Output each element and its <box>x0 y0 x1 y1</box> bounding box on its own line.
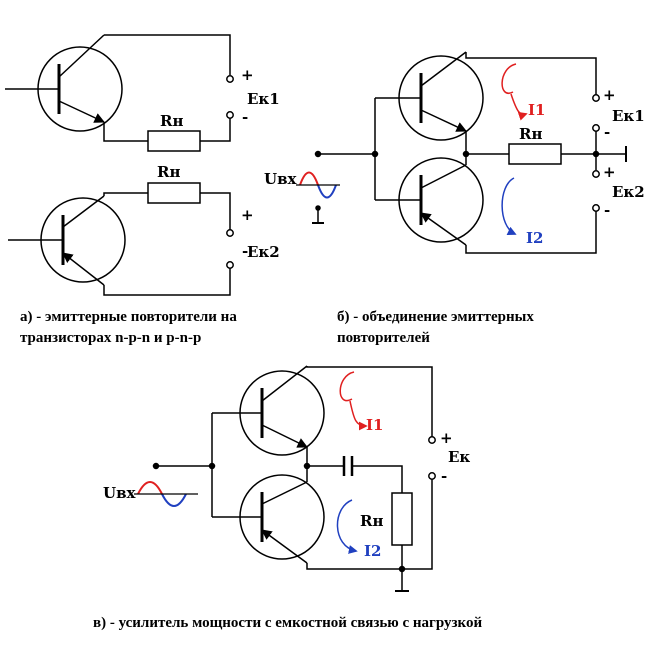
collector-wire-b1 <box>465 52 597 95</box>
terminal-minus-a2 <box>226 261 234 269</box>
diagram-a-labels: Rн Rн Ек1 Ек2 + - + - <box>157 66 280 261</box>
current-label-b2: I2 <box>526 229 543 247</box>
plus-sign-c: + <box>440 429 453 447</box>
collector-wire-c1 <box>306 366 433 437</box>
supply-label-a1: Ек1 <box>247 90 280 108</box>
input-label-b: Uвх <box>264 170 298 188</box>
minus-sign-b1: - <box>604 123 610 141</box>
load-resistor-b <box>508 143 562 165</box>
minus-sign-b2: - <box>604 201 610 219</box>
diagram-b <box>312 51 627 254</box>
terminal-plus-a1 <box>226 75 234 83</box>
diagram-c <box>152 365 436 592</box>
resistor-label-b: Rн <box>519 125 542 143</box>
load-wire-a2 <box>200 192 231 230</box>
input-signal-b <box>296 171 340 199</box>
minus-sign-a2: - <box>242 242 248 260</box>
current-arrow-b2 <box>501 177 517 235</box>
terminal-minus-a1 <box>226 111 234 119</box>
collector-wire-c2 <box>306 479 433 570</box>
plus-sign-b2: + <box>603 163 616 181</box>
load-resistor-a2 <box>147 182 201 204</box>
current-label-b1: I1 <box>528 101 545 119</box>
minus-sign-c: - <box>441 467 447 485</box>
supply-label-b2: Ек2 <box>612 183 645 201</box>
collector-wire-a2 <box>103 268 231 296</box>
npn-transistor-c <box>212 365 325 456</box>
collector-wire-a1 <box>104 34 231 75</box>
current-label-c1: I1 <box>366 416 383 434</box>
current-arrow-b1 <box>501 63 526 114</box>
plus-sign-a2: + <box>241 206 254 224</box>
npn-transistor-b <box>375 51 484 141</box>
collector-wire-b2 <box>465 211 597 254</box>
minus-sign-a1: - <box>242 108 248 126</box>
resistor-label-a2: Rн <box>157 163 180 181</box>
pnp-transistor-c <box>212 474 325 564</box>
current-arrow-c2 <box>336 499 358 554</box>
current-arrow-c1 <box>339 371 366 426</box>
pnp-transistor-b <box>375 157 484 246</box>
emitter-wire-a2 <box>103 192 148 196</box>
emitter-wire-a1 <box>103 122 148 142</box>
load-resistor-c <box>391 492 413 546</box>
current-label-c2: I2 <box>364 542 381 560</box>
caption-b-line1: б) - объединение эмиттерных <box>337 309 534 325</box>
resistor-label-a1: Rн <box>160 112 183 130</box>
caption-a-line2: транзисторах n-p-n и p-n-p <box>20 330 202 346</box>
diagram-a <box>5 34 234 296</box>
load-wire-a1 <box>200 118 231 142</box>
terminal-plus-a2 <box>226 229 234 237</box>
npn-transistor-a <box>5 34 123 132</box>
supply-label-b1: Ек1 <box>612 107 645 125</box>
resistor-label-c: Rн <box>360 512 383 530</box>
plus-sign-b1: + <box>603 86 616 104</box>
caption-c: в) - усилитель мощности с емкостной связ… <box>93 615 483 631</box>
load-resistor-a1 <box>147 130 201 152</box>
caption-b-line2: повторителей <box>337 330 430 346</box>
supply-label-c: Ек <box>448 448 470 466</box>
input-signal-c <box>134 481 198 507</box>
input-label-c: Uвх <box>103 484 137 502</box>
pnp-transistor-a <box>8 195 126 286</box>
plus-sign-a1: + <box>241 66 254 84</box>
diagram-b-labels: Uвх Rн I1 I2 Ек1 Ек2 + - + - <box>264 86 645 247</box>
caption-a-line1: а) - эмиттерные повторители на <box>20 309 237 325</box>
diagram-c-labels: Uвх Rн I1 I2 Ек + - <box>103 416 470 560</box>
supply-label-a2: Ек2 <box>247 243 280 261</box>
